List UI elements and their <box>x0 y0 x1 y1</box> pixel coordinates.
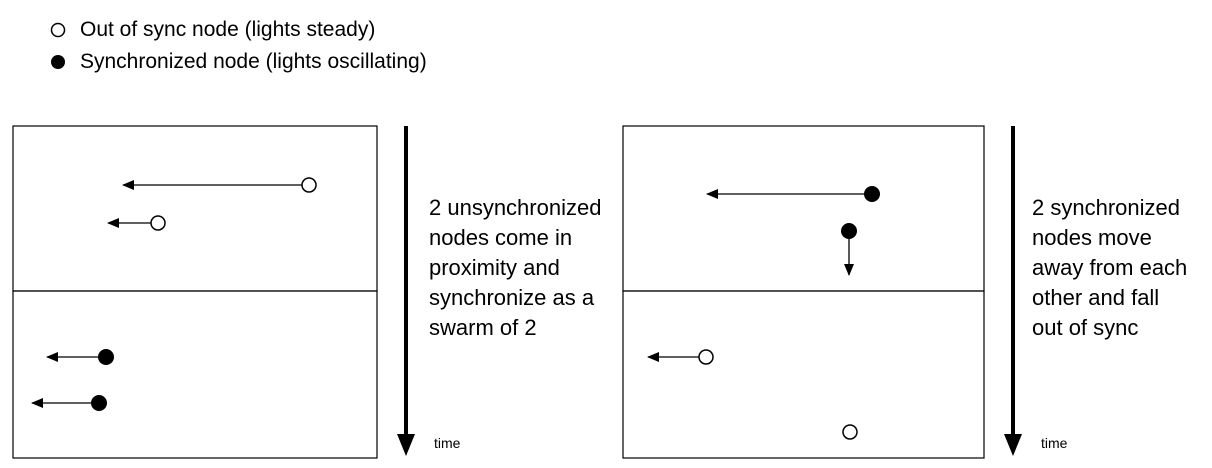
right-time-label: time <box>1041 435 1068 451</box>
legend-item-synchronized: Synchronized node (lights oscillating) <box>50 46 427 78</box>
synced-node <box>864 186 880 202</box>
unsynced-node <box>698 349 714 365</box>
time-arrow-head <box>1004 434 1022 456</box>
left-time-label: time <box>434 435 461 451</box>
left-top-frame <box>12 125 378 292</box>
right-panel-description: 2 synchronized nodes move away from each… <box>1032 195 1188 340</box>
open-circle-icon <box>50 22 78 38</box>
unsynced-node <box>150 215 166 231</box>
synced-node <box>98 349 114 365</box>
right-top-frame <box>622 125 985 292</box>
left-panel-description: 2 unsynchronized nodes come in proximity… <box>429 195 602 340</box>
right-bottom-frame <box>622 290 985 459</box>
unsynced-node <box>842 424 858 440</box>
legend-item-out-of-sync: Out of sync node (lights steady) <box>50 14 427 46</box>
synced-node <box>841 223 857 239</box>
left-bottom-frame <box>12 290 378 459</box>
time-arrow-head <box>397 434 415 456</box>
unsynced-node <box>301 177 317 193</box>
filled-circle-icon <box>50 54 78 70</box>
legend: Out of sync node (lights steady) Synchro… <box>50 14 427 78</box>
legend-label-synchronized: Synchronized node (lights oscillating) <box>80 50 427 73</box>
legend-label-out-of-sync: Out of sync node (lights steady) <box>80 18 376 41</box>
synced-node <box>91 395 107 411</box>
